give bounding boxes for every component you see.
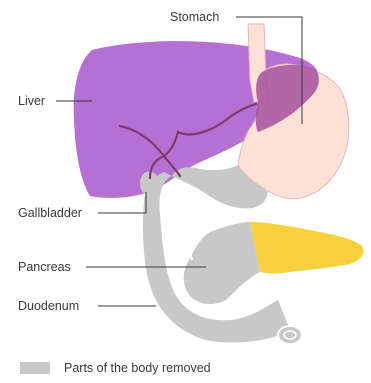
duodenum-label: Duodenum: [18, 299, 79, 313]
pancreas-label: Pancreas: [18, 260, 71, 274]
stomach-label: Stomach: [170, 10, 219, 24]
legend-label-removed: Parts of the body removed: [64, 361, 211, 375]
duodenum-fold: [174, 200, 184, 292]
intestine-end: [278, 326, 302, 344]
gallbladder-label: Gallbladder: [18, 206, 82, 220]
liver-label: Liver: [18, 94, 45, 108]
pancreas-shape: [250, 222, 364, 274]
removed-pancreas-head: [184, 222, 260, 304]
legend-swatch-removed: [20, 362, 50, 374]
